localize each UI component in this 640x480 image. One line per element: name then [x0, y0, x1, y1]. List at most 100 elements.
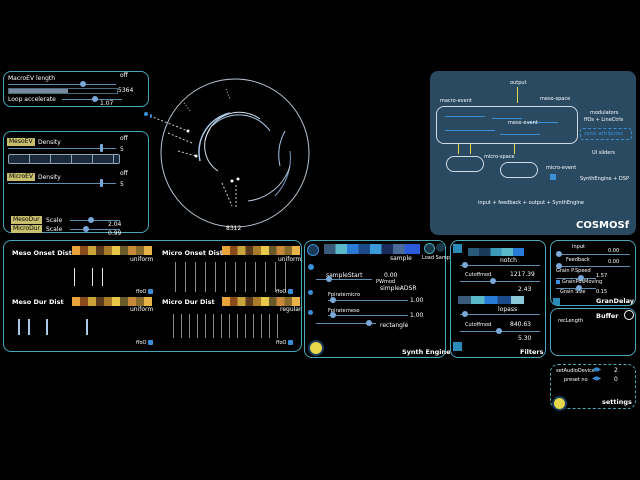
- microev-density-slider[interactable]: [8, 183, 116, 184]
- lopass-color-strip: [458, 296, 524, 304]
- notch-knob[interactable]: [462, 262, 468, 268]
- synth-mode-icon[interactable]: [308, 290, 313, 295]
- meso-slider[interactable]: [328, 315, 408, 316]
- microev-tag: MicroEV: [7, 173, 36, 181]
- synth-play-button[interactable]: [308, 340, 324, 356]
- meso-knob[interactable]: [330, 312, 336, 318]
- gd-feedback-slider[interactable]: [556, 266, 630, 267]
- diagram-meso-line-4: [445, 130, 495, 131]
- rectangle-knob[interactable]: [366, 320, 372, 326]
- meso-onset-ffo-toggle[interactable]: [148, 289, 153, 294]
- microdur-scale-knob[interactable]: [83, 226, 89, 232]
- synth-power-toggle[interactable]: [307, 244, 319, 256]
- microev-off[interactable]: off: [120, 170, 128, 177]
- arrow-up-1: [458, 144, 459, 154]
- diagram-meso-line-3: [528, 122, 558, 123]
- gd-power-toggle[interactable]: [553, 298, 560, 305]
- micro-dur-mode[interactable]: regular: [280, 306, 302, 313]
- diagram-meso-space: meso-space: [540, 96, 571, 102]
- spoke-6: [183, 102, 191, 112]
- simple-adsr-label: simpleADSR: [380, 285, 417, 292]
- synth-mode-icon-2[interactable]: [308, 310, 313, 315]
- app-window: MacroEV length off 5364 Loop accelerate …: [0, 68, 640, 413]
- meso-dur-mode[interactable]: uniform: [130, 306, 154, 313]
- grandelay-panel: [550, 240, 636, 306]
- loop-accelerate-value: 1.07: [100, 100, 114, 107]
- preset-stepper-icon[interactable]: ◀▶: [592, 375, 602, 382]
- filters-power-toggle[interactable]: [453, 244, 462, 253]
- lopass-knob[interactable]: [462, 311, 468, 317]
- gd-grain-pos-label: GrainPosMoving: [562, 279, 603, 285]
- mesoev-density-knob[interactable]: [100, 144, 103, 152]
- mesoev-off[interactable]: off: [120, 135, 128, 142]
- microev-density-value: 5: [120, 181, 124, 188]
- gd-grain-pitch-slider[interactable]: [556, 278, 596, 279]
- meso-dur-ffo-toggle[interactable]: [148, 340, 153, 345]
- meso-onset-bar-1: [74, 268, 75, 286]
- audio-device-stepper-icon[interactable]: ◀▶: [592, 366, 602, 373]
- loop-accelerate-knob[interactable]: [92, 96, 98, 102]
- rectangle-slider[interactable]: [316, 323, 376, 324]
- micro-dur-ffo: ffoO: [276, 340, 287, 346]
- meso-onset-palette: [72, 246, 152, 255]
- micro-onset-mode[interactable]: uniform: [278, 256, 302, 263]
- sample-start-slider[interactable]: [316, 279, 372, 280]
- diagram-input-line: input + feedback + output + SynthEngine: [478, 200, 584, 206]
- gd-grain-size-value: 0.15: [596, 289, 608, 295]
- lopass-slider[interactable]: [460, 314, 540, 315]
- micro-label: micro: [346, 292, 361, 298]
- marker-4: [236, 177, 240, 181]
- microdur-scale-slider[interactable]: [70, 229, 120, 230]
- diagram-meso-line-2: [492, 118, 522, 119]
- synth-engine-panel: [304, 240, 446, 358]
- event-circle-visualizer: [150, 78, 310, 228]
- meso-onset-mode[interactable]: uniform: [130, 256, 154, 263]
- mesodur-scale-knob[interactable]: [88, 217, 94, 223]
- notch-cutoff-value: 1217.39: [510, 271, 535, 278]
- micro-slider[interactable]: [328, 300, 408, 301]
- sample-start-knob[interactable]: [326, 276, 332, 282]
- settings-power-button[interactable]: [552, 396, 567, 411]
- pwmod-label: PWmod: [376, 279, 396, 285]
- gd-grain-pos-toggle[interactable]: [556, 280, 560, 284]
- preset-label: preset no: [564, 377, 588, 383]
- notch-q-slider[interactable]: [460, 281, 540, 282]
- meso-onset-ffo: ffoO: [136, 289, 147, 295]
- notch-q-value: 2.43: [518, 286, 532, 293]
- audio-device-value: 2: [614, 367, 618, 374]
- diagram-synth-node: [550, 174, 556, 180]
- buffer-rec-length-label: recLength: [558, 318, 584, 324]
- micro-onset-ffo: ffoO: [276, 289, 287, 295]
- macroev-length-knob[interactable]: [80, 81, 86, 87]
- notch-slider[interactable]: [460, 265, 540, 266]
- micro-onset-ffo-toggle[interactable]: [288, 289, 293, 294]
- gd-grain-size-knob[interactable]: [576, 285, 582, 291]
- diagram-modulators-sub: ffOs + LineCtrls: [584, 117, 624, 123]
- lopass-q-knob[interactable]: [496, 328, 502, 334]
- sample-start-label: sampleStart: [326, 272, 363, 279]
- diagram-sonic-attributes: sonic attributes: [584, 131, 623, 137]
- microev-density-knob[interactable]: [100, 179, 103, 187]
- load-samp-button[interactable]: [424, 243, 435, 254]
- gd-grain-pitch-knob[interactable]: [578, 275, 584, 281]
- mesodur-scale-label: Scale: [46, 217, 63, 224]
- micro-dur-palette: [222, 297, 300, 306]
- buffer-record-button[interactable]: [624, 310, 634, 320]
- micro-dur-dist-label: Micro Dur Dist: [162, 298, 215, 306]
- macroev-length-slider[interactable]: [8, 84, 116, 85]
- meso-value: 1.00: [410, 312, 424, 319]
- gd-input-slider[interactable]: [556, 254, 630, 255]
- filters-bypass-toggle[interactable]: [453, 342, 462, 351]
- mesoev-density-slider[interactable]: [8, 148, 116, 149]
- micro-knob[interactable]: [330, 297, 336, 303]
- notch-label: notch: [500, 257, 517, 264]
- synth-engine-title: Synth Engine: [402, 348, 451, 356]
- sample-select-icon[interactable]: [308, 264, 314, 270]
- gd-feedback-knob[interactable]: [556, 263, 562, 269]
- macroev-length-off[interactable]: off: [120, 72, 128, 79]
- mesodur-scale-slider[interactable]: [70, 220, 120, 221]
- notch-q-knob[interactable]: [490, 278, 496, 284]
- micro-dur-ffo-toggle[interactable]: [288, 340, 293, 345]
- meso-dur-bar-3: [46, 319, 48, 335]
- gd-input-knob[interactable]: [556, 251, 562, 257]
